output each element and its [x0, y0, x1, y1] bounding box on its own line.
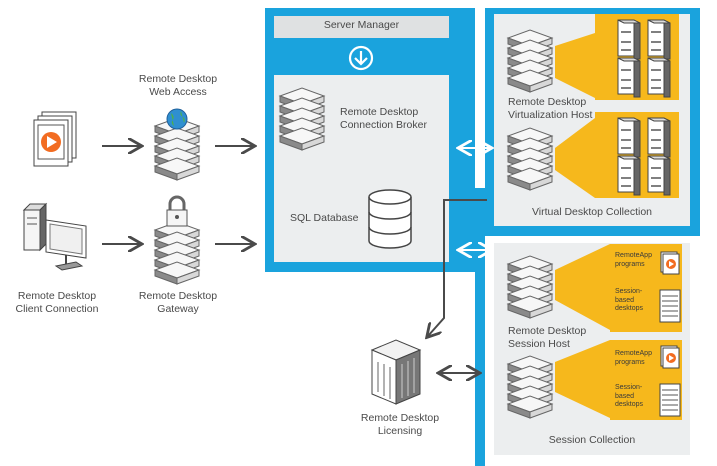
server-manager-label: Server Manager [323, 19, 400, 31]
broker-server-icon [280, 88, 324, 150]
web-access-label: Remote Desktop Web Access [138, 73, 218, 98]
session-host-server-icon-2 [508, 356, 552, 418]
virtualization-host-server-icon-2 [508, 128, 552, 190]
connector-arrows [102, 146, 487, 373]
play-icon [33, 111, 77, 167]
padlock-icon [166, 195, 188, 227]
virtualization-host-label: Remote Desktop Virtualization Host [508, 96, 593, 121]
globe-icon [166, 108, 188, 130]
session-based-desktops-label-2: Session- based desktops [615, 384, 644, 408]
down-arrow-circle-icon [348, 45, 374, 71]
desktop-rack-icon-1 [659, 289, 681, 323]
monitor-icon [22, 202, 87, 271]
session-host-label: Remote Desktop Session Host [508, 325, 587, 350]
session-collection-label: Session Collection [548, 434, 636, 446]
database-icon [368, 189, 412, 249]
virtualization-host-server-icon-1 [508, 30, 552, 92]
sql-database-label: SQL Database [290, 212, 359, 224]
remoteapp-programs-label-2: RemoteApp programs [615, 350, 652, 366]
server-manager-bar [274, 16, 449, 38]
remoteapp-icon-2 [660, 345, 680, 369]
remoteapp-programs-label-1: RemoteApp programs [615, 252, 652, 268]
gateway-server-icon [155, 222, 199, 284]
gateway-label: Remote Desktop Gateway [138, 290, 218, 315]
connection-broker-label: Remote Desktop Connection Broker [340, 106, 427, 131]
remoteapp-icon-1 [660, 251, 680, 275]
desktop-rack-icon-2 [659, 383, 681, 417]
session-based-desktops-label-1: Session- based desktops [615, 288, 644, 312]
client-connection-label: Remote Desktop Client Connection [15, 290, 99, 315]
licensing-label: Remote Desktop Licensing [360, 412, 440, 437]
building-icon [370, 339, 422, 405]
double-arrows-white [460, 148, 490, 250]
virtual-desktop-collection-label: Virtual Desktop Collection [531, 206, 653, 218]
session-host-server-icon-1 [508, 256, 552, 318]
